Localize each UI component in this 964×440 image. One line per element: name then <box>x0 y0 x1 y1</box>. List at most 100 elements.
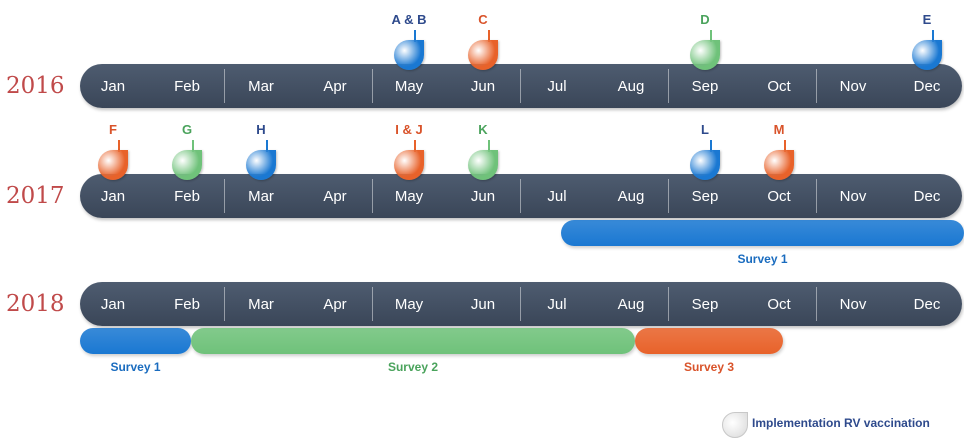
month-label-2017-mar: Mar <box>248 188 274 205</box>
month-label-2018-may: May <box>394 296 424 313</box>
month-divider <box>372 179 373 213</box>
vaccination-marker-icon <box>394 150 424 180</box>
survey-label: Survey 1 <box>737 252 788 266</box>
survey-label: Survey 1 <box>110 360 161 374</box>
survey-bar-survey-2-2018 <box>191 328 635 354</box>
month-divider <box>224 287 225 321</box>
marker-stem <box>932 30 934 42</box>
month-label-2018-sep: Sep <box>691 296 719 313</box>
marker-stem <box>784 140 786 152</box>
month-label-2016-sep: Sep <box>691 78 719 95</box>
survey-bar-survey-1-2017 <box>561 220 964 246</box>
marker-stem <box>488 140 490 152</box>
month-label-2016-oct: Oct <box>767 78 791 95</box>
month-label-2017-nov: Nov <box>839 188 867 205</box>
month-label-2016-nov: Nov <box>839 78 867 95</box>
month-label-2018-dec: Dec <box>913 296 941 313</box>
month-divider <box>372 287 373 321</box>
month-label-2017-jul: Jul <box>547 188 567 205</box>
timeline-bar-2017 <box>80 174 962 218</box>
marker-stem <box>192 140 194 152</box>
month-label-2018-apr: Apr <box>323 296 347 313</box>
month-divider <box>668 179 669 213</box>
legend-label: Implementation RV vaccination <box>752 416 930 430</box>
timeline-bar-2016 <box>80 64 962 108</box>
marker-label-e: E <box>922 12 932 27</box>
month-label-2016-jun: Jun <box>470 78 496 95</box>
vaccination-marker-icon <box>468 150 498 180</box>
legend-marker-icon <box>722 412 748 438</box>
month-divider <box>520 179 521 213</box>
month-label-2018-aug: Aug <box>617 296 645 313</box>
vaccination-marker-icon <box>468 40 498 70</box>
year-label-2017: 2017 <box>6 183 65 209</box>
month-label-2018-jul: Jul <box>547 296 567 313</box>
marker-label-g: G <box>181 122 193 137</box>
month-label-2017-may: May <box>394 188 424 205</box>
timeline-bar-2018 <box>80 282 962 326</box>
marker-label-c: C <box>478 12 488 27</box>
month-label-2017-jan: Jan <box>100 188 126 205</box>
month-divider <box>224 69 225 103</box>
marker-stem <box>710 30 712 42</box>
month-label-2016-jul: Jul <box>547 78 567 95</box>
month-label-2016-apr: Apr <box>323 78 347 95</box>
month-label-2016-dec: Dec <box>913 78 941 95</box>
vaccination-marker-icon <box>690 150 720 180</box>
marker-label-d: D <box>700 12 710 27</box>
month-divider <box>668 69 669 103</box>
marker-label-l: L <box>701 122 709 137</box>
marker-stem <box>414 30 416 42</box>
vaccination-marker-icon <box>912 40 942 70</box>
month-label-2018-mar: Mar <box>248 296 274 313</box>
month-label-2017-aug: Aug <box>617 188 645 205</box>
month-label-2017-sep: Sep <box>691 188 719 205</box>
month-divider <box>668 287 669 321</box>
month-divider <box>816 287 817 321</box>
marker-stem <box>266 140 268 152</box>
month-label-2017-apr: Apr <box>323 188 347 205</box>
marker-stem <box>710 140 712 152</box>
year-label-2018: 2018 <box>6 291 65 317</box>
month-label-2018-nov: Nov <box>839 296 867 313</box>
month-divider <box>520 69 521 103</box>
survey-label: Survey 2 <box>387 360 439 374</box>
marker-label-ab: A & B <box>391 12 427 27</box>
month-label-2016-aug: Aug <box>617 78 645 95</box>
month-divider <box>224 179 225 213</box>
vaccination-marker-icon <box>764 150 794 180</box>
month-label-2018-feb: Feb <box>174 296 200 313</box>
vaccination-marker-icon <box>394 40 424 70</box>
survey-label: Survey 3 <box>683 360 735 374</box>
marker-stem <box>414 140 416 152</box>
month-divider <box>372 69 373 103</box>
vaccination-marker-icon <box>172 150 202 180</box>
marker-stem <box>488 30 490 42</box>
month-label-2017-oct: Oct <box>767 188 791 205</box>
vaccination-marker-icon <box>690 40 720 70</box>
marker-label-k: K <box>478 122 488 137</box>
month-label-2018-oct: Oct <box>767 296 791 313</box>
marker-label-m: M <box>773 122 785 137</box>
month-divider <box>816 69 817 103</box>
marker-label-ij: I & J <box>395 122 423 137</box>
vaccination-marker-icon <box>98 150 128 180</box>
survey-bar-survey-3-2018 <box>635 328 783 354</box>
year-label-2016: 2016 <box>6 73 65 99</box>
month-label-2016-jan: Jan <box>100 78 126 95</box>
month-label-2018-jun: Jun <box>470 296 496 313</box>
month-label-2017-dec: Dec <box>913 188 941 205</box>
month-label-2017-feb: Feb <box>174 188 200 205</box>
survey-bar-survey-1-2018 <box>80 328 191 354</box>
month-label-2017-jun: Jun <box>470 188 496 205</box>
month-divider <box>816 179 817 213</box>
month-label-2018-jan: Jan <box>100 296 126 313</box>
marker-label-h: H <box>256 122 266 137</box>
month-label-2016-mar: Mar <box>248 78 274 95</box>
marker-label-f: F <box>109 122 117 137</box>
vaccination-marker-icon <box>246 150 276 180</box>
month-divider <box>520 287 521 321</box>
month-label-2016-may: May <box>394 78 424 95</box>
marker-stem <box>118 140 120 152</box>
